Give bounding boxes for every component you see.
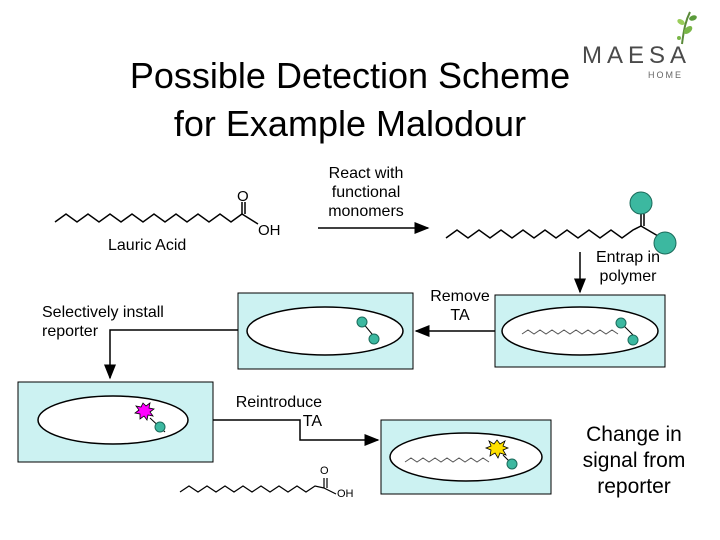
maesa-logo: MAESA HOME: [578, 8, 718, 80]
install-reporter-label: Selectively install reporter: [42, 304, 164, 340]
entrap-label: Entrap in polymer: [595, 249, 661, 285]
reporter-burst-icon: [134, 402, 155, 421]
polymer-cavity-box: [237, 292, 414, 370]
signal-change-box: [380, 419, 552, 495]
hydroxyl-bond: [241, 213, 259, 225]
lauric-acid-label: Lauric Acid: [108, 237, 187, 254]
react-label: React with functional monomers: [328, 165, 404, 220]
reporter-installed-box: [17, 381, 214, 463]
slide-title: Possible Detection Scheme for Example Ma…: [90, 52, 610, 148]
reintroduce-ta-arrow: [213, 419, 380, 446]
hydroxyl-label-bottom: OH: [337, 488, 354, 500]
title-line-2: for Example Malodour: [173, 103, 527, 144]
lauric-acid-molecule: [54, 202, 259, 225]
oxygen-label-bottom: O: [320, 465, 329, 477]
install-reporter-arrow: [104, 329, 238, 380]
change-signal-label: Change in signal from reporter: [582, 423, 686, 498]
title-line-1: Possible Detection Scheme: [129, 55, 571, 96]
logo-word: MAESA: [582, 42, 692, 69]
oxygen-label: O: [237, 188, 249, 205]
remove-ta-label: Remove TA: [430, 288, 490, 324]
leaf-icon: [677, 11, 697, 45]
reintroduce-ta-label: Reintroduce TA: [235, 394, 322, 430]
logo-sub: HOME: [648, 70, 683, 80]
carbon-chain: [54, 213, 243, 223]
functional-group-ball-top: [629, 191, 653, 215]
polymer-with-template-box: [494, 294, 666, 368]
lauric-acid-molecule-bottom: [179, 478, 337, 495]
monomer-molecule: [445, 191, 677, 255]
hydroxyl-label: OH: [258, 222, 281, 239]
monomer-bond-right: [640, 225, 659, 237]
monomer-chain: [445, 225, 642, 239]
signal-burst-icon: [484, 439, 510, 459]
functional-group-ball-right: [653, 231, 677, 255]
